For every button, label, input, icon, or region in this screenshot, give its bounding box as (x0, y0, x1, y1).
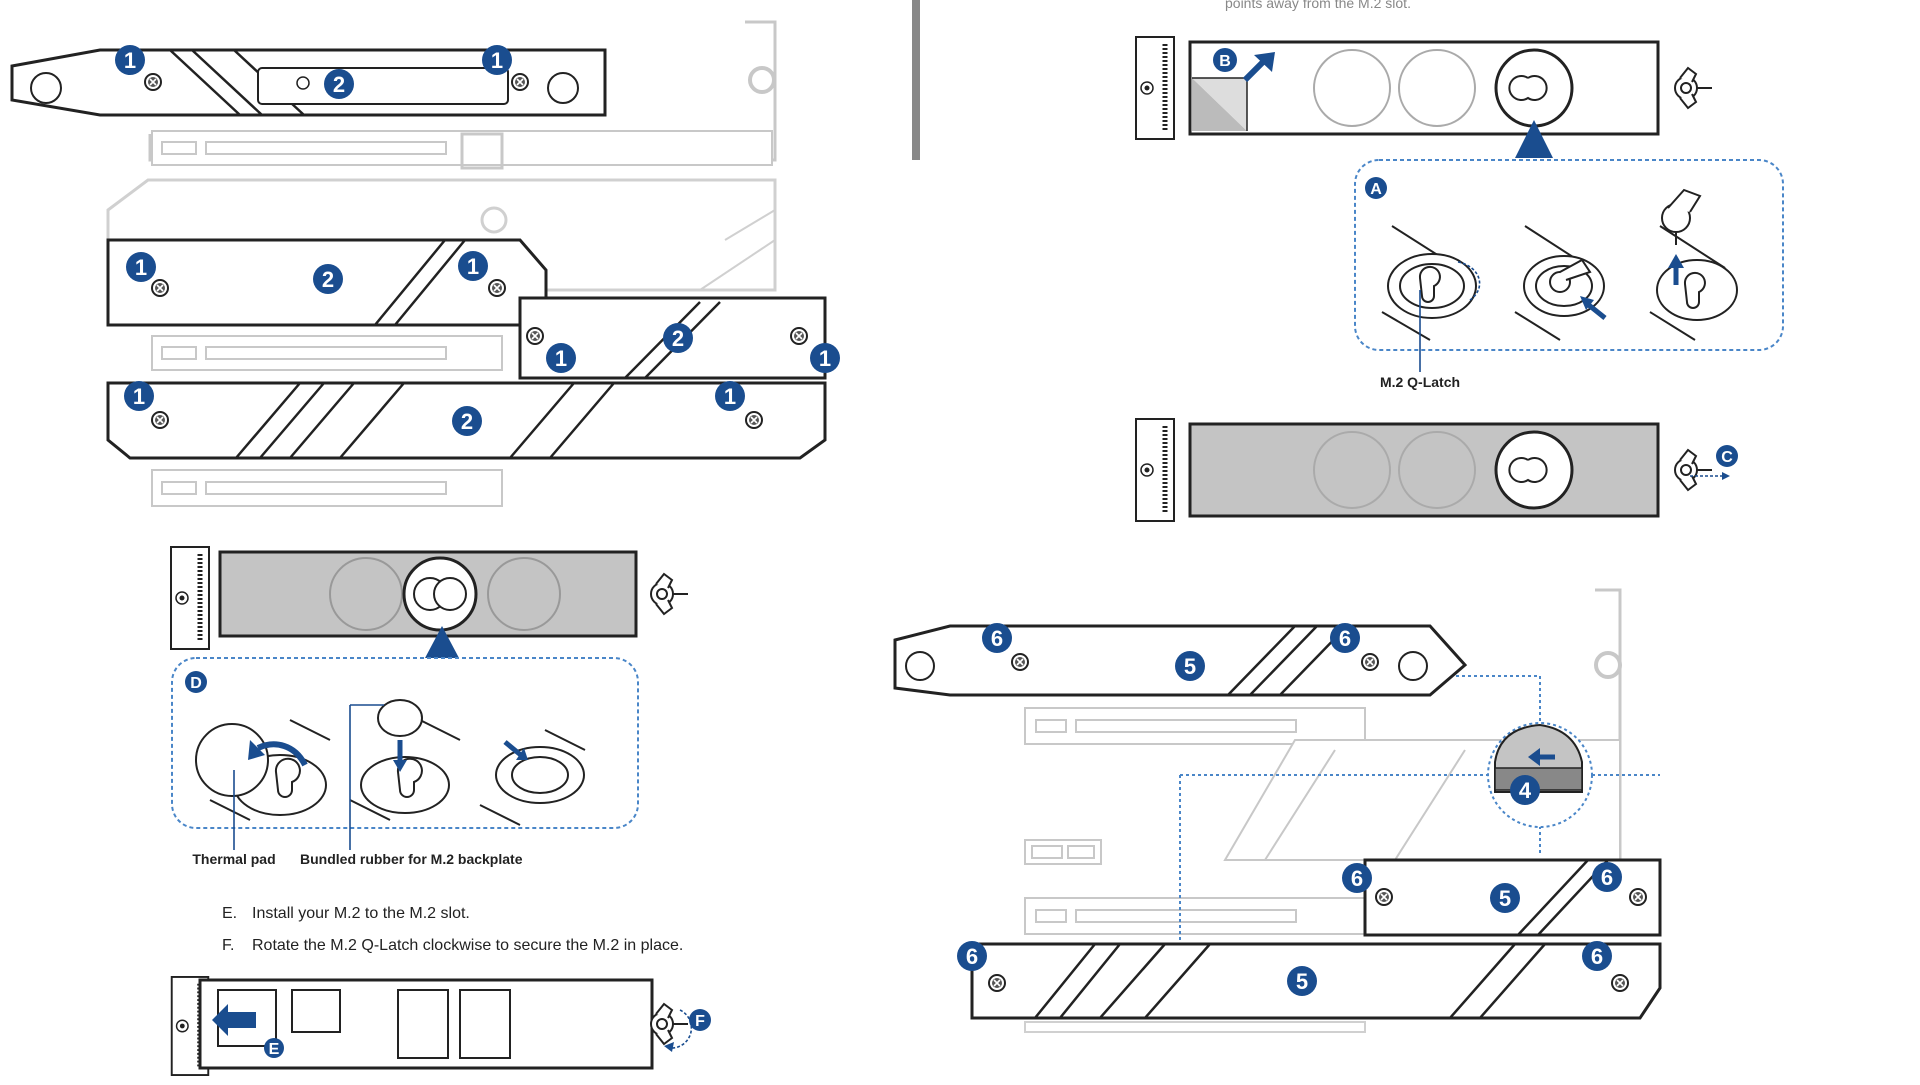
top-right-m2-group: points away from the M.2 slot. B A (1136, 0, 1783, 521)
svg-text:1: 1 (124, 48, 136, 73)
svg-text:B: B (1219, 53, 1231, 70)
letter-badge-e: E (264, 1038, 284, 1058)
step-badge-1: 1 (810, 343, 840, 373)
svg-text:6: 6 (1601, 865, 1613, 890)
step-badge-1: 1 (458, 251, 488, 281)
step-badge-6: 6 (1582, 941, 1612, 971)
svg-text:A: A (1370, 181, 1382, 198)
cut-off-text: points away from the M.2 slot. (1225, 0, 1411, 11)
step-f-letter: F. (222, 937, 234, 954)
step-badge-6: 6 (1330, 623, 1360, 653)
step-badge-1: 1 (715, 381, 745, 411)
svg-text:6: 6 (1339, 626, 1351, 651)
svg-text:5: 5 (1296, 969, 1308, 994)
svg-text:1: 1 (133, 384, 145, 409)
step-e-text: Install your M.2 to the M.2 slot. (252, 905, 470, 922)
letter-badge-d: D (185, 671, 207, 693)
svg-text:1: 1 (467, 254, 479, 279)
svg-text:2: 2 (322, 267, 334, 292)
step-badge-4: 4 (1510, 775, 1540, 805)
step-badge-1: 1 (124, 381, 154, 411)
svg-text:1: 1 (555, 346, 567, 371)
step-badge-6: 6 (982, 623, 1012, 653)
svg-text:E: E (269, 1041, 280, 1058)
svg-text:2: 2 (461, 409, 473, 434)
step-badge-6: 6 (1342, 863, 1372, 893)
step-badge-5: 5 (1287, 966, 1317, 996)
svg-text:2: 2 (333, 72, 345, 97)
step-badge-2: 2 (324, 69, 354, 99)
svg-text:4: 4 (1519, 778, 1532, 803)
svg-text:1: 1 (819, 346, 831, 371)
letter-badge-b: B (1213, 48, 1237, 72)
step-badge-2: 2 (452, 406, 482, 436)
svg-text:D: D (190, 675, 202, 692)
bottom-left-install-group: E F (172, 977, 711, 1075)
step-badge-2: 2 (663, 323, 693, 353)
step-badge-1: 1 (115, 45, 145, 75)
label-q-latch: M.2 Q-Latch (1380, 374, 1460, 390)
svg-text:6: 6 (1591, 944, 1603, 969)
bottom-right-reinstall-group: 4 6 5 6 6 5 6 6 (895, 590, 1660, 1032)
svg-text:F: F (695, 1013, 705, 1030)
letter-badge-c: C (1716, 445, 1738, 467)
step-badge-2: 2 (313, 264, 343, 294)
step-badge-5: 5 (1490, 883, 1520, 913)
step-badge-1: 1 (482, 45, 512, 75)
middle-left-m2-group: D Thermal pa (171, 547, 688, 867)
instruction-steps: E. Install your M.2 to the M.2 slot. F. … (222, 905, 683, 954)
step-badge-1: 1 (126, 252, 156, 282)
svg-text:C: C (1721, 449, 1733, 466)
svg-text:6: 6 (1351, 866, 1363, 891)
svg-text:1: 1 (724, 384, 736, 409)
step-badge-1: 1 (546, 343, 576, 373)
label-bundled-rubber: Bundled rubber for M.2 backplate (300, 851, 523, 867)
step-badge-6: 6 (957, 941, 987, 971)
letter-badge-a: A (1365, 177, 1387, 199)
step-e-letter: E. (222, 905, 237, 922)
step-f-text: Rotate the M.2 Q-Latch clockwise to secu… (252, 937, 683, 954)
svg-text:5: 5 (1499, 886, 1511, 911)
step-badge-6: 6 (1592, 862, 1622, 892)
svg-text:1: 1 (135, 255, 147, 280)
step-badge-5: 5 (1175, 651, 1205, 681)
svg-text:2: 2 (672, 326, 684, 351)
svg-text:5: 5 (1184, 654, 1196, 679)
svg-text:1: 1 (491, 48, 503, 73)
letter-badge-f: F (689, 1009, 711, 1031)
svg-text:6: 6 (991, 626, 1003, 651)
svg-text:6: 6 (966, 944, 978, 969)
top-left-heatsink-group: 1 2 1 1 2 1 1 2 1 1 2 1 (12, 22, 840, 506)
label-thermal-pad: Thermal pad (192, 851, 275, 867)
column-divider (912, 0, 920, 160)
